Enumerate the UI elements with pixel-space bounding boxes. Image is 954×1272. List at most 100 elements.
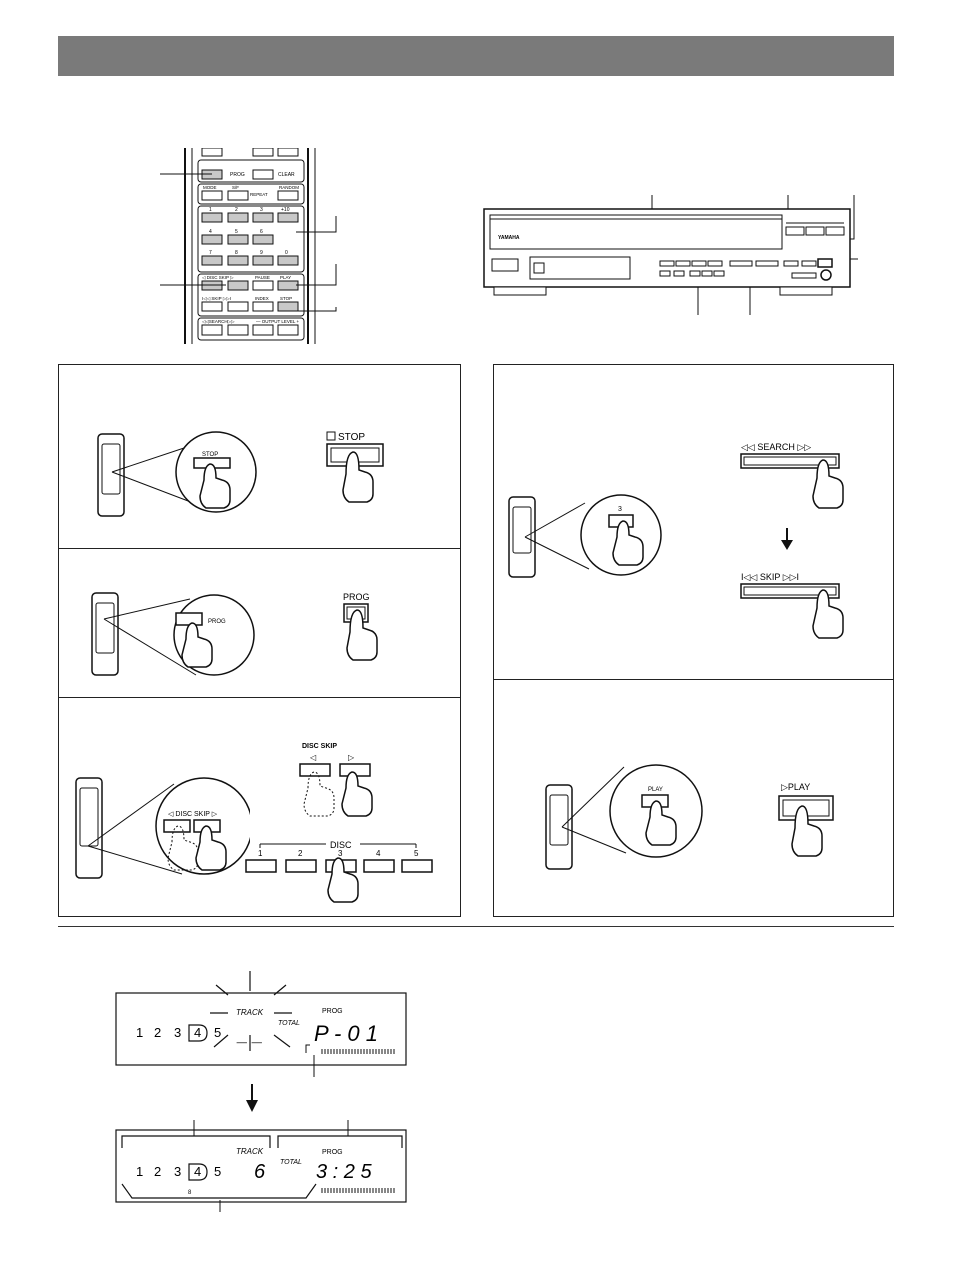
display-program-stored: TRACK PROG TOTAL 1 2 3 4 5 6 3 : 2 5 8 [115, 1120, 407, 1212]
step-track-remote-label: 3 [618, 506, 622, 513]
display1-track-label: TRACK [236, 1008, 264, 1017]
remote-0-label: 0 [285, 250, 288, 256]
display2-track-value: 6 [254, 1161, 266, 1183]
remote-sf-label: S/F [232, 185, 239, 190]
display2-total-label: TOTAL [280, 1159, 302, 1166]
step-play-front: ▷PLAY [778, 782, 834, 857]
disc-number-1: 1 [258, 849, 263, 858]
step-prog-front: PROG [343, 592, 378, 661]
display1-track-value: _ _ [236, 1025, 263, 1045]
instruction-panel-left [58, 364, 461, 917]
step-play-front-label: ▷PLAY [781, 782, 810, 792]
disc-number-3: 3 [338, 849, 343, 858]
remote-disc-skip-label: ◁ DISC SKIP ▷ [202, 275, 234, 280]
pointing-hand-icon [195, 825, 227, 871]
display1-prog-value: P - 0 1 [314, 1021, 378, 1046]
remote-pause-label: PAUSE [255, 275, 270, 280]
pointing-hand-icon [346, 609, 378, 661]
step-disc-front: DISC SKIP ◁ ▷ DISC 1 2 3 4 5 [245, 743, 433, 903]
step-stop-remote: STOP [97, 431, 257, 517]
remote-skip-label: I◁◁ SKIP ▷▷I [202, 296, 231, 301]
step-play-remote: PLAY [545, 764, 703, 870]
step-disc-remote-label: ◁ DISC SKIP ▷ [168, 811, 218, 818]
remote-clear-label: CLEAR [278, 172, 295, 178]
display2-sub-label: 8 [188, 1190, 192, 1196]
disc-header-label: DISC [330, 840, 352, 850]
remote-repeat-label: REPEAT [250, 192, 268, 197]
display2-track-label: TRACK [236, 1147, 264, 1156]
remote-callout-lines [160, 173, 337, 312]
down-arrow-icon [246, 1084, 258, 1112]
pointing-hand-icon [167, 825, 199, 871]
remote-search-label: ◁◁SEARCH▷▷ [202, 319, 235, 324]
remote-2-label: 2 [235, 207, 238, 213]
step-track-remote: 3 [508, 494, 662, 578]
selected-disc-indicator-icon [188, 1024, 208, 1042]
pointing-hand-icon [181, 622, 213, 668]
remote-8-label: 8 [235, 250, 238, 256]
display1-prog-label: PROG [322, 1008, 343, 1015]
disc-number-2: 2 [298, 849, 303, 858]
remote-random-label: RANDOM [279, 185, 299, 190]
step-disc-remote: ◁ DISC SKIP ▷ [75, 777, 250, 879]
pointing-hand-icon [812, 589, 844, 639]
display2-prog-label: PROG [322, 1149, 343, 1156]
remote-1-label: 1 [209, 207, 212, 213]
down-arrow-head-icon [781, 540, 793, 550]
display1-disc-5: 5 [214, 1025, 221, 1040]
pointing-hand-icon [612, 520, 644, 566]
panel-divider [58, 697, 461, 698]
remote-control-illustration: PROG CLEAR MODE S/F REPEAT RANDOM 1 2 3 … [184, 148, 316, 344]
pointing-hand-icon [303, 771, 335, 817]
remote-6-label: 6 [260, 229, 263, 235]
display1-disc-2: 2 [154, 1025, 161, 1040]
step-stop-remote-label: STOP [202, 452, 218, 458]
pointing-hand-icon [342, 451, 374, 503]
step-prog-remote: PROG [91, 592, 255, 676]
display2-disc-2: 2 [154, 1164, 161, 1179]
display2-time-value: 3 : 2 5 [316, 1161, 372, 1183]
pointing-hand-icon [341, 771, 373, 817]
step-disc-front-label: DISC SKIP [302, 743, 337, 750]
display2-disc-3: 3 [174, 1164, 181, 1179]
remote-7-label: 7 [209, 250, 212, 256]
search-button-label: ◁◁ SEARCH ▷▷ [741, 442, 811, 452]
panel-divider [493, 679, 894, 680]
remote-stop-label: STOP [280, 296, 292, 301]
player-brand: YAMAHA [498, 235, 520, 241]
step-prog-front-label: PROG [343, 592, 370, 602]
remote-3-label: 3 [260, 207, 263, 213]
step-stop-front: STOP [326, 431, 384, 503]
disc-number-4: 4 [376, 849, 381, 858]
remote-index-label: INDEX [255, 296, 269, 301]
display1-disc-4: 4 [194, 1025, 201, 1040]
cd-player-front-illustration: YAMAHA [483, 195, 858, 315]
pointing-hand-icon [199, 463, 231, 509]
display-program-entry: TRACK PROG TOTAL 1 2 3 4 5 _ _ P - 0 1 [115, 971, 407, 1077]
disc-number-5: 5 [414, 849, 419, 858]
remote-prog-label: PROG [230, 172, 245, 178]
step-play-remote-label: PLAY [648, 787, 663, 793]
remote-output-level-label: — OUTPUT LEVEL + [256, 319, 300, 324]
panel-divider [58, 548, 461, 549]
pointing-hand-icon [791, 805, 823, 857]
remote-mode-label: MODE [203, 185, 217, 190]
display2-disc-4: 4 [194, 1164, 201, 1179]
level-meter-bars [320, 1049, 398, 1054]
display2-disc-5: 5 [214, 1164, 221, 1179]
display1-disc-1: 1 [136, 1025, 143, 1040]
display2-disc-1: 1 [136, 1164, 143, 1179]
section-header-bar [58, 36, 894, 76]
step-stop-front-label: STOP [338, 432, 365, 443]
remote-plus10-label: +10 [281, 207, 290, 213]
display1-total-label: TOTAL [278, 1020, 300, 1027]
pointing-hand-icon [812, 459, 844, 509]
step-track-front: ◁◁ SEARCH ▷▷ I◁◁ SKIP ▷▷I [740, 442, 844, 639]
skip-button-label: I◁◁ SKIP ▷▷I [741, 572, 799, 582]
remote-5-label: 5 [235, 229, 238, 235]
selected-disc-indicator-icon [188, 1163, 208, 1181]
pointing-hand-icon [327, 857, 359, 903]
disc-skip-left-arrow: ◁ [310, 753, 317, 762]
disc-skip-right-arrow: ▷ [348, 753, 355, 762]
remote-9-label: 9 [260, 250, 263, 256]
